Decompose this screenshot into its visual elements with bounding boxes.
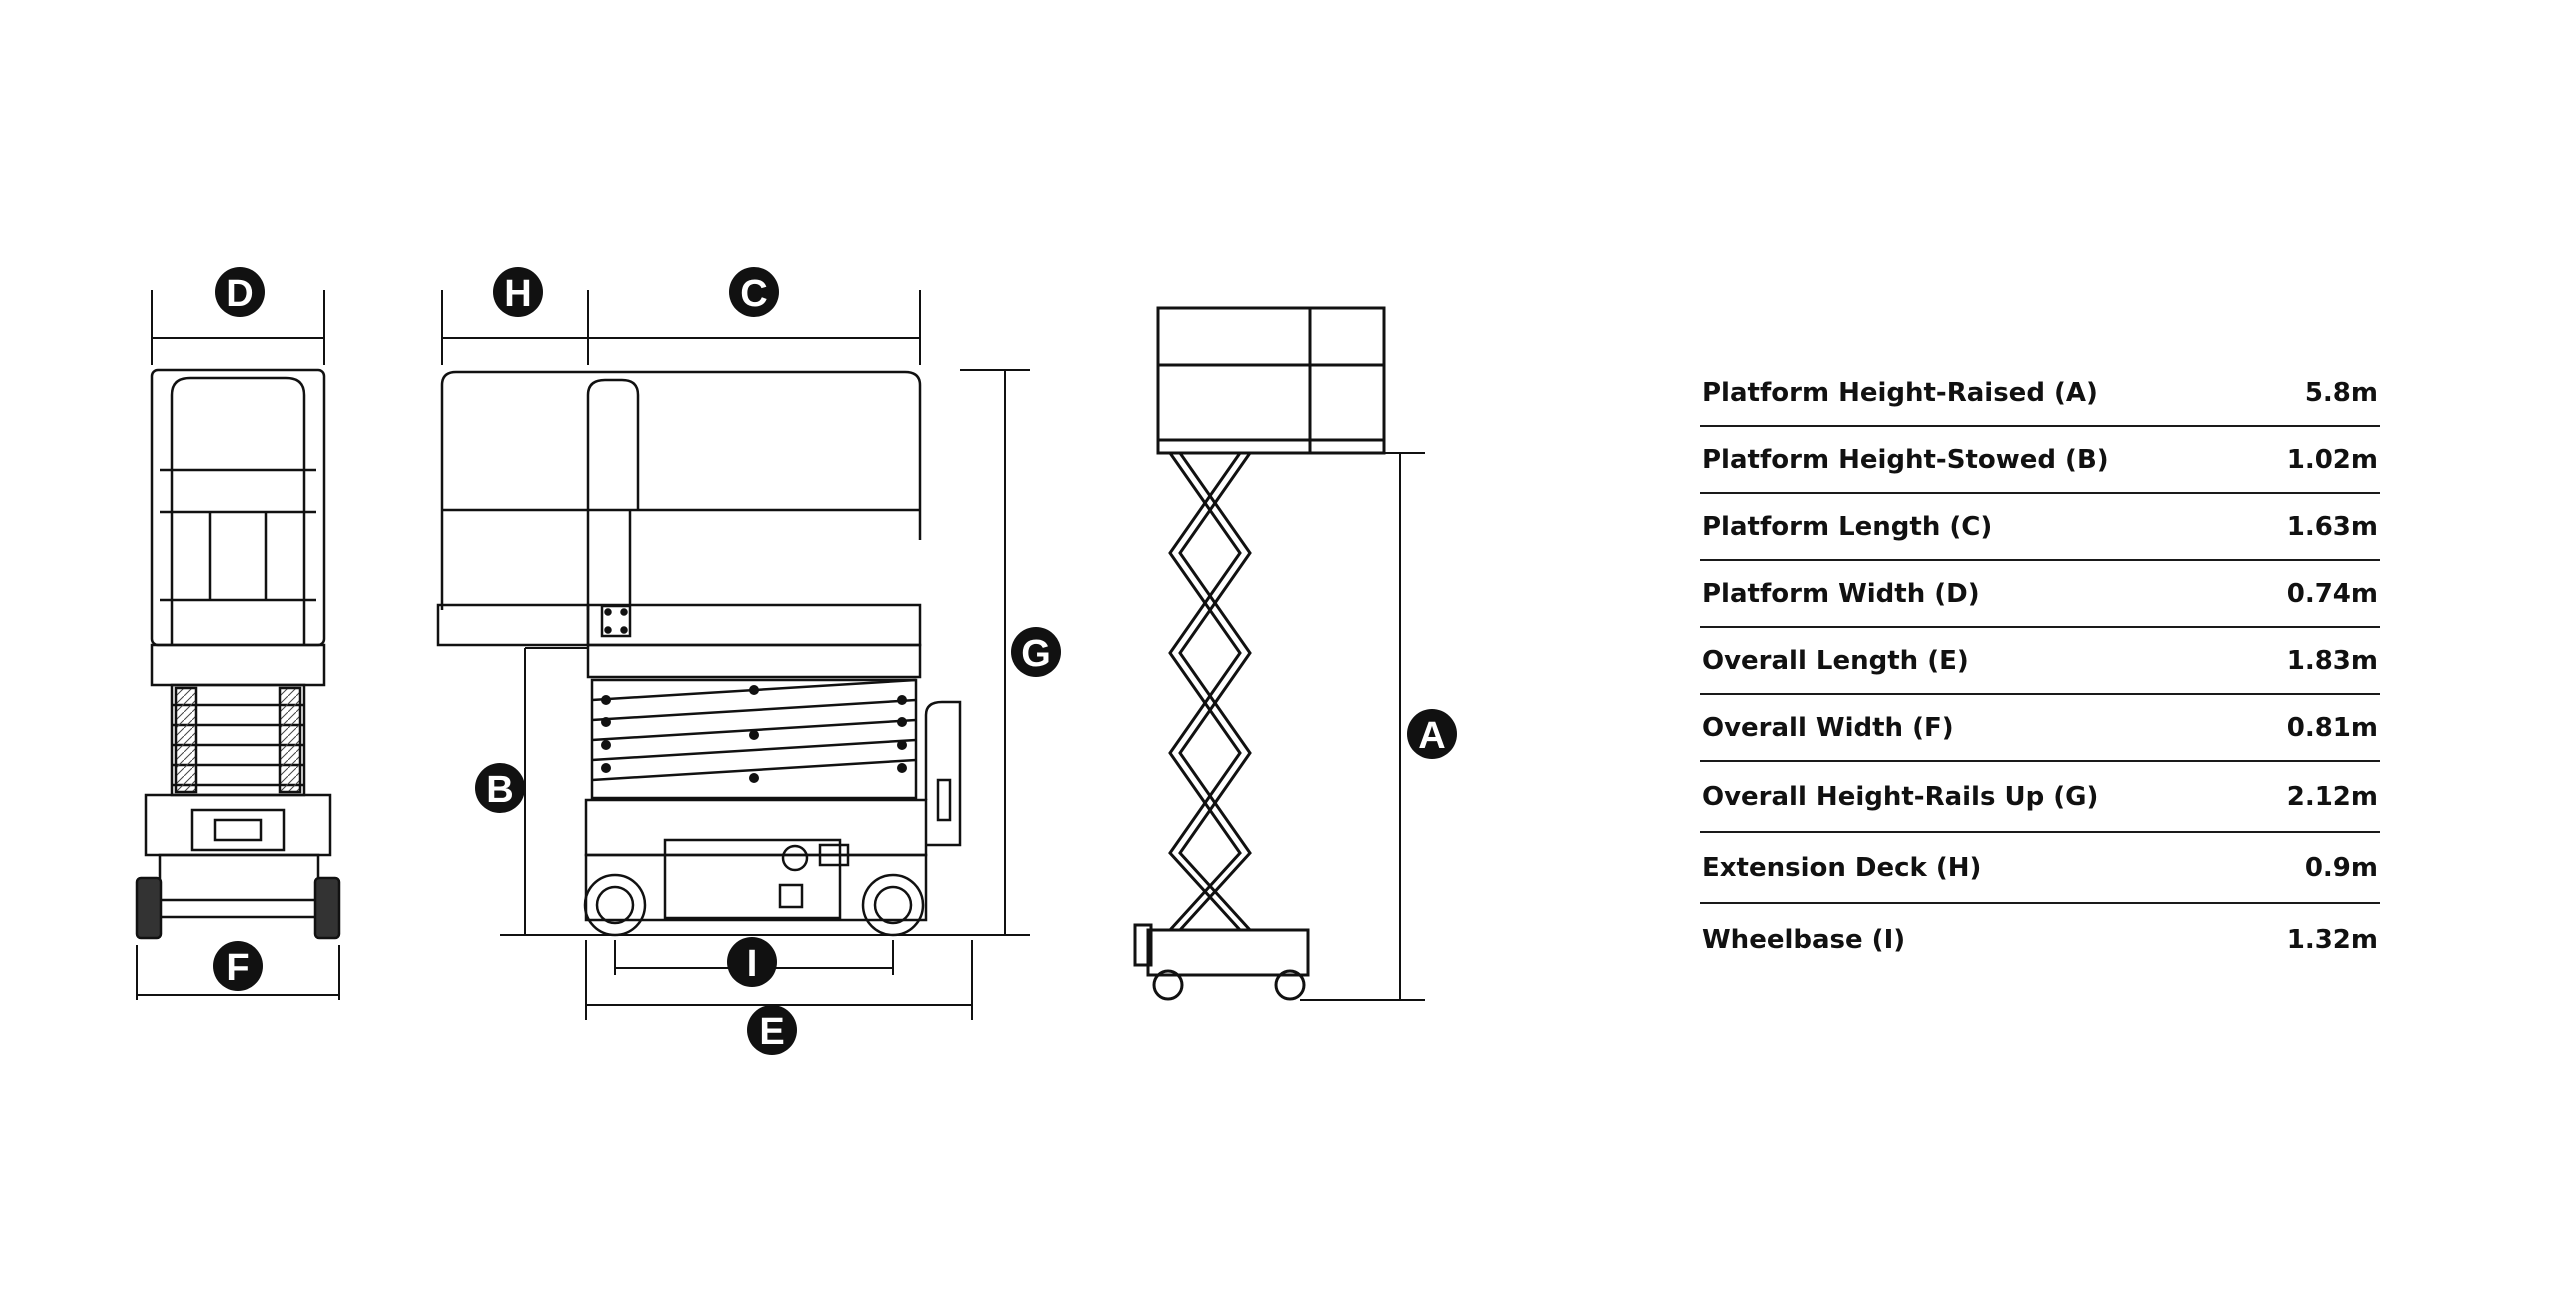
spec-value: 1.63m (2286, 511, 2378, 542)
callout-h: H (493, 267, 543, 317)
callout-b: B (475, 763, 525, 813)
spec-label: Wheelbase (I) (1702, 924, 1906, 955)
raised-view (1133, 306, 1386, 1001)
spec-row-extension-deck: Extension Deck (H) 0.9m (1700, 833, 2380, 904)
spec-value: 0.81m (2286, 712, 2378, 743)
raised-dimensions (1240, 452, 1425, 1001)
spec-row-platform-width: Platform Width (D) 0.74m (1700, 561, 2380, 628)
spec-value: 1.32m (2286, 924, 2378, 955)
svg-text:I: I (747, 943, 758, 985)
spec-label: Overall Length (E) (1702, 645, 1969, 676)
spec-table: Platform Height-Raised (A) 5.8m Platform… (1700, 360, 2380, 975)
spec-label: Overall Height-Rails Up (G) (1702, 781, 2099, 812)
callout-g: G (1011, 627, 1061, 677)
svg-text:H: H (504, 273, 531, 315)
spec-label: Extension Deck (H) (1702, 852, 1982, 883)
spec-row-platform-height-stowed: Platform Height-Stowed (B) 1.02m (1700, 427, 2380, 494)
spec-label: Platform Height-Raised (A) (1702, 377, 2098, 408)
callout-a: A (1407, 709, 1457, 759)
spec-value: 0.74m (2286, 578, 2378, 609)
callout-c: C (729, 267, 779, 317)
svg-text:F: F (226, 947, 249, 989)
callout-d: D (215, 267, 265, 317)
spec-label: Platform Length (C) (1702, 511, 1993, 542)
side-view (436, 370, 962, 937)
callout-e: E (747, 1005, 797, 1055)
spec-row-platform-length: Platform Length (C) 1.63m (1700, 494, 2380, 561)
svg-text:C: C (740, 273, 767, 315)
svg-text:D: D (226, 273, 253, 315)
spec-value: 1.83m (2286, 645, 2378, 676)
callout-i: I (727, 937, 777, 987)
front-view (135, 368, 341, 940)
spec-label: Platform Width (D) (1702, 578, 1980, 609)
spec-value: 1.02m (2286, 444, 2378, 475)
svg-text:E: E (759, 1011, 784, 1053)
spec-row-overall-width: Overall Width (F) 0.81m (1700, 695, 2380, 762)
spec-label: Platform Height-Stowed (B) (1702, 444, 2109, 475)
spec-row-platform-height-raised: Platform Height-Raised (A) 5.8m (1700, 360, 2380, 427)
svg-text:A: A (1418, 715, 1445, 757)
spec-row-overall-length: Overall Length (E) 1.83m (1700, 628, 2380, 695)
side-dimensions (441, 290, 1030, 1020)
spec-row-wheelbase: Wheelbase (I) 1.32m (1700, 904, 2380, 975)
front-dimensions (136, 290, 340, 1000)
spec-row-overall-height-rails-up: Overall Height-Rails Up (G) 2.12m (1700, 762, 2380, 833)
spec-value: 5.8m (2304, 377, 2378, 408)
svg-text:B: B (486, 769, 513, 811)
spec-value: 0.9m (2304, 852, 2378, 883)
spec-label: Overall Width (F) (1702, 712, 1954, 743)
spec-value: 2.12m (2286, 781, 2378, 812)
callout-f: F (213, 941, 263, 991)
svg-text:G: G (1021, 633, 1051, 675)
